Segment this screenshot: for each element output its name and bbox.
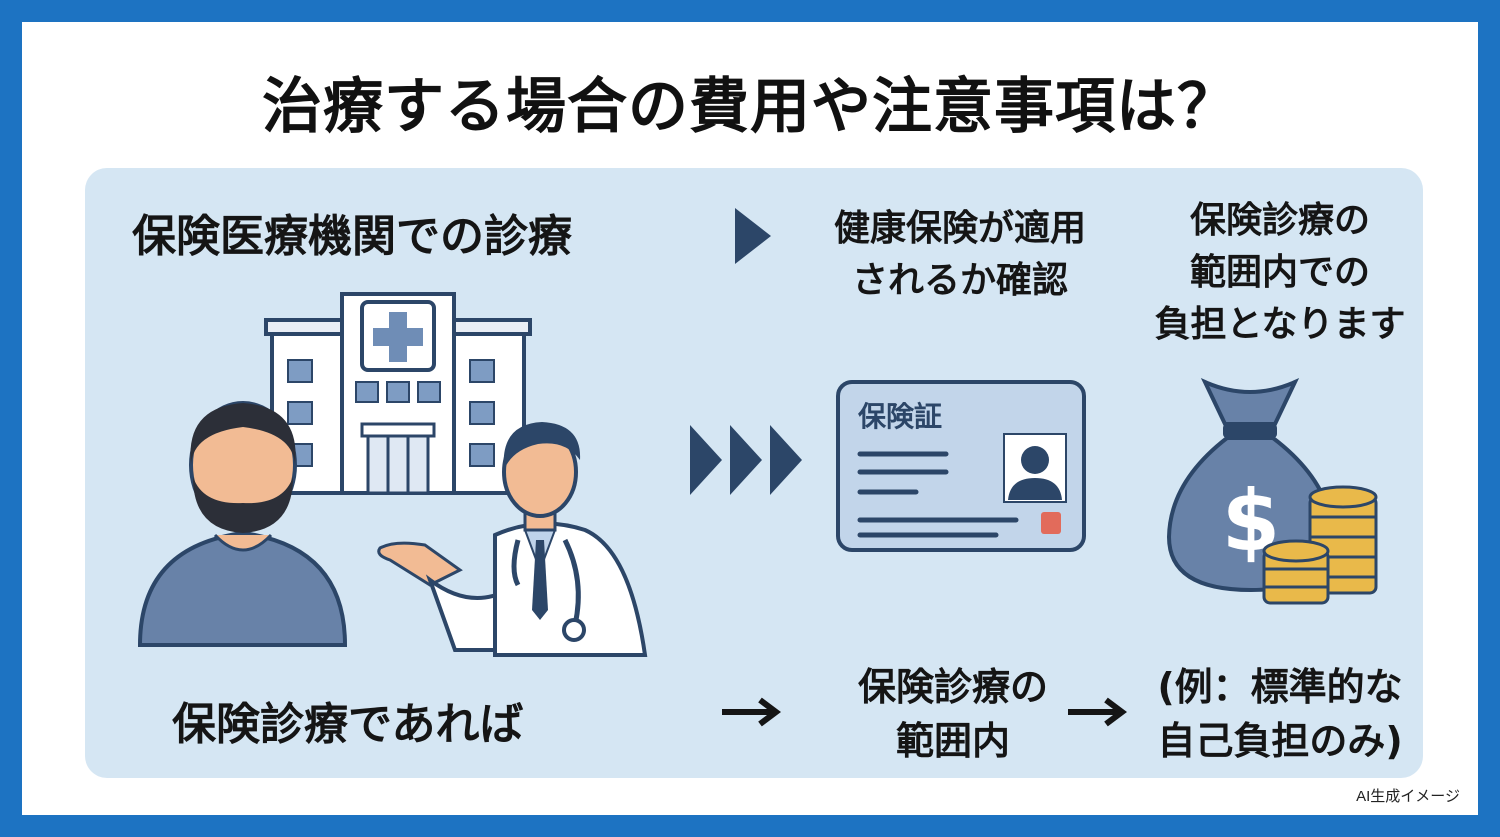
example-line: 自己負担のみ) [1157, 719, 1403, 763]
ai-image-caption: AI生成イメージ [1356, 788, 1460, 805]
step-label-within-coverage: 保険診療の 範囲内 [828, 660, 1078, 768]
insurance-card-label: 保険証 [858, 400, 942, 433]
arrow-right-icon [722, 697, 781, 727]
within-coverage-line: 保険診療の [857, 665, 1048, 709]
coins-icon [1262, 485, 1378, 605]
arrow-right-icon [1068, 697, 1127, 727]
step-label-example: (例：標準的な 自己負担のみ) [1135, 660, 1425, 768]
example-line: (例：標準的な [1157, 665, 1403, 709]
coverage-line: 負担となります [1154, 304, 1406, 345]
patient-icon [137, 401, 348, 647]
check-insurance-line: されるか確認 [851, 260, 1068, 301]
coverage-line: 保険診療の [1189, 200, 1370, 241]
check-insurance-line: 健康保険が適用 [833, 208, 1086, 249]
step-label-if-insured: 保険診療であれば [172, 699, 524, 750]
coverage-line: 範囲内での [1189, 252, 1370, 293]
page-title: 治療する場合の費用や注意事項は？ [262, 72, 1238, 142]
within-coverage-line: 範囲内 [895, 719, 1010, 763]
hospital-icon [264, 292, 532, 495]
doctor-icon [377, 422, 648, 657]
step-label-check-insurance: 健康保険が適用 されるか確認 [790, 203, 1130, 307]
step-label-coverage: 保険診療の 範囲内での 負担となります [1130, 195, 1430, 351]
triple-arrow-icon [690, 425, 802, 495]
arrow-right-icon [735, 208, 771, 264]
insurance-card-icon: 保険証 [836, 380, 1086, 552]
step-label-medical-institution: 保険医療機関での診療 [132, 211, 572, 262]
